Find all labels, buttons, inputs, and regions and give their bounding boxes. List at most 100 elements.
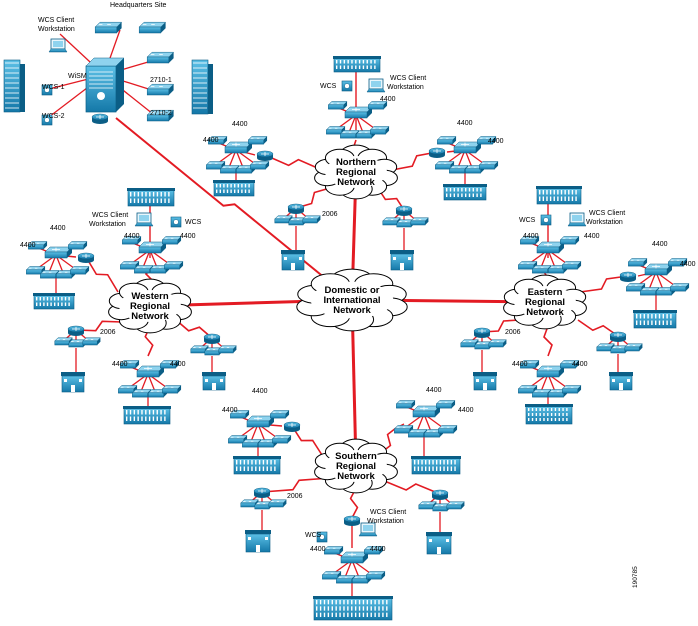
south-4400-label: 4400 (370, 546, 386, 553)
east-bc-wan-link (543, 325, 553, 357)
east-bc-cluster-access-switch-icon (561, 385, 582, 394)
south-ul-wan-link (291, 425, 323, 456)
east-bc-cluster-wlc-4400-icon (536, 365, 565, 378)
north-right-cluster-access-switch-icon (478, 161, 499, 170)
east-wcs-label: WCS (519, 217, 536, 224)
south-wcs-client-workstation-icon (358, 522, 378, 537)
west-bl-cluster-router-2006-icon (67, 325, 85, 336)
south-main-router-icon (343, 515, 361, 526)
west-br-cluster-access-switch-icon (218, 345, 238, 354)
east-bc-4400-label: 4400 (572, 361, 588, 368)
hq-wcs2-label: WCS-2 (42, 113, 65, 120)
east-center-cluster-access-switch-icon (517, 261, 538, 270)
north-br-wan-link (377, 187, 405, 211)
south-wcs-server-icon (316, 531, 328, 543)
east-center-cluster-access-switch-icon (519, 236, 540, 245)
south-lr-cluster-access-switch-icon (446, 501, 466, 510)
south-lr-branch-icon (426, 532, 452, 555)
west-left-building-icon (33, 293, 75, 310)
west-bc-cluster-access-switch-icon (159, 360, 180, 369)
east-bl-cluster-router-2006-icon (473, 327, 491, 338)
south-main-cluster-access-switch-icon (363, 546, 384, 555)
west-left-router-icon (77, 252, 95, 263)
hq-2710-2-label: 2710-2 (150, 110, 172, 117)
east-bc-building-icon (525, 404, 573, 425)
east-right-router-icon (619, 271, 637, 282)
north-right-4400-label: 4400 (488, 138, 504, 145)
south-ur-cluster-access-switch-icon (393, 425, 414, 434)
hq-switch-right-icon (146, 51, 175, 64)
north-br-cluster-router-2006-icon (395, 205, 413, 216)
west-left-cluster-access-switch-icon (27, 241, 48, 250)
west-4400-label: 4400 (180, 233, 196, 240)
east-br-cluster-access-switch-icon (624, 343, 644, 352)
north-wcs-client-label: WCS Client (390, 75, 426, 82)
south-ur-4400-label: 4400 (458, 407, 474, 414)
east-right-wan-link (579, 275, 629, 293)
north-br-cluster-access-switch-icon (410, 217, 430, 226)
west-center-cluster-wlc-4400-icon (138, 241, 167, 254)
north-right-4400-label: 4400 (457, 120, 473, 127)
west-bc-4400-label: 4400 (170, 361, 186, 368)
west-bl-branch-icon (61, 372, 85, 393)
west-bl-wan-link (75, 320, 123, 332)
south-ul-cluster-access-switch-icon (227, 435, 248, 444)
eastern-cloud-label-line: Network (526, 307, 564, 318)
south-ur-building-icon (411, 456, 461, 475)
north-right-wan-link (391, 151, 438, 171)
east-4400-label: 4400 (523, 233, 539, 240)
core-cloud-label-line: Network (333, 305, 371, 316)
west-left-cluster-wlc-4400-icon (44, 246, 73, 259)
south-ll-2006-label: 2006 (287, 493, 303, 500)
west-4400-label: 4400 (124, 233, 140, 240)
west-br-branch-icon (202, 372, 226, 391)
south-ul-cluster-access-switch-icon (229, 410, 250, 419)
east-bl-branch-icon (473, 372, 497, 391)
hq-wlc-2710-2-icon (146, 109, 175, 122)
east-wcs-server-icon (540, 214, 552, 226)
north-left-cluster-wlc-4400-icon (224, 141, 253, 154)
west-bc-building-icon (123, 406, 171, 425)
north-center-cluster-access-switch-icon (367, 101, 388, 110)
south-main-cluster-access-switch-icon (365, 571, 386, 580)
hq-wcs-client-label: WCS Client (38, 17, 74, 24)
east-hq-building-icon (536, 186, 582, 205)
hq-wcs-client-label: Workstation (38, 26, 75, 33)
east-bc-cluster-access-switch-icon (519, 360, 540, 369)
west-left-cluster-access-switch-icon (67, 241, 88, 250)
south-ul-cluster-wlc-4400-icon (246, 415, 275, 428)
north-wcs-label: WCS (320, 83, 337, 90)
east-br-cluster-router-2006-icon (609, 331, 627, 342)
hq-wcs1-label: WCS-1 (42, 84, 65, 91)
east-wcs-client-label: WCS Client (589, 210, 625, 217)
south-lr-wan-link (381, 479, 441, 495)
west-bl-2006-label: 2006 (100, 329, 116, 336)
north-left-cluster-access-switch-icon (205, 161, 226, 170)
hq-wism-label: WiSM (68, 73, 87, 80)
east-wcs-client-workstation-icon (567, 212, 587, 227)
south-ur-cluster-access-switch-icon (395, 400, 416, 409)
south-ul-cluster-access-switch-icon (271, 435, 292, 444)
north-left-4400-label: 4400 (232, 121, 248, 128)
north-br-branch-icon (390, 250, 414, 271)
west-wcs-server-icon (170, 216, 182, 228)
east-right-building-icon (633, 310, 677, 329)
south-ul-4400-label: 4400 (222, 407, 238, 414)
west-left-wan-link (85, 256, 119, 293)
north-right-cluster-wlc-4400-icon (453, 141, 482, 154)
east-right-cluster-access-switch-icon (669, 283, 690, 292)
south-ul-building-icon (233, 456, 281, 475)
hq-title: Headquarters Site (110, 2, 167, 9)
core-cloud-label-line: International (323, 295, 380, 306)
south-wcs-label: WCS (305, 532, 322, 539)
core-cloud-label-line: Domestic or (325, 285, 380, 296)
north-left-cluster-access-switch-icon (249, 161, 270, 170)
north-left-router-icon (256, 150, 274, 161)
network-nodes (3, 21, 690, 621)
hq-wcs-2-server-icon (41, 114, 53, 126)
east-bl-2006-label: 2006 (505, 329, 521, 336)
